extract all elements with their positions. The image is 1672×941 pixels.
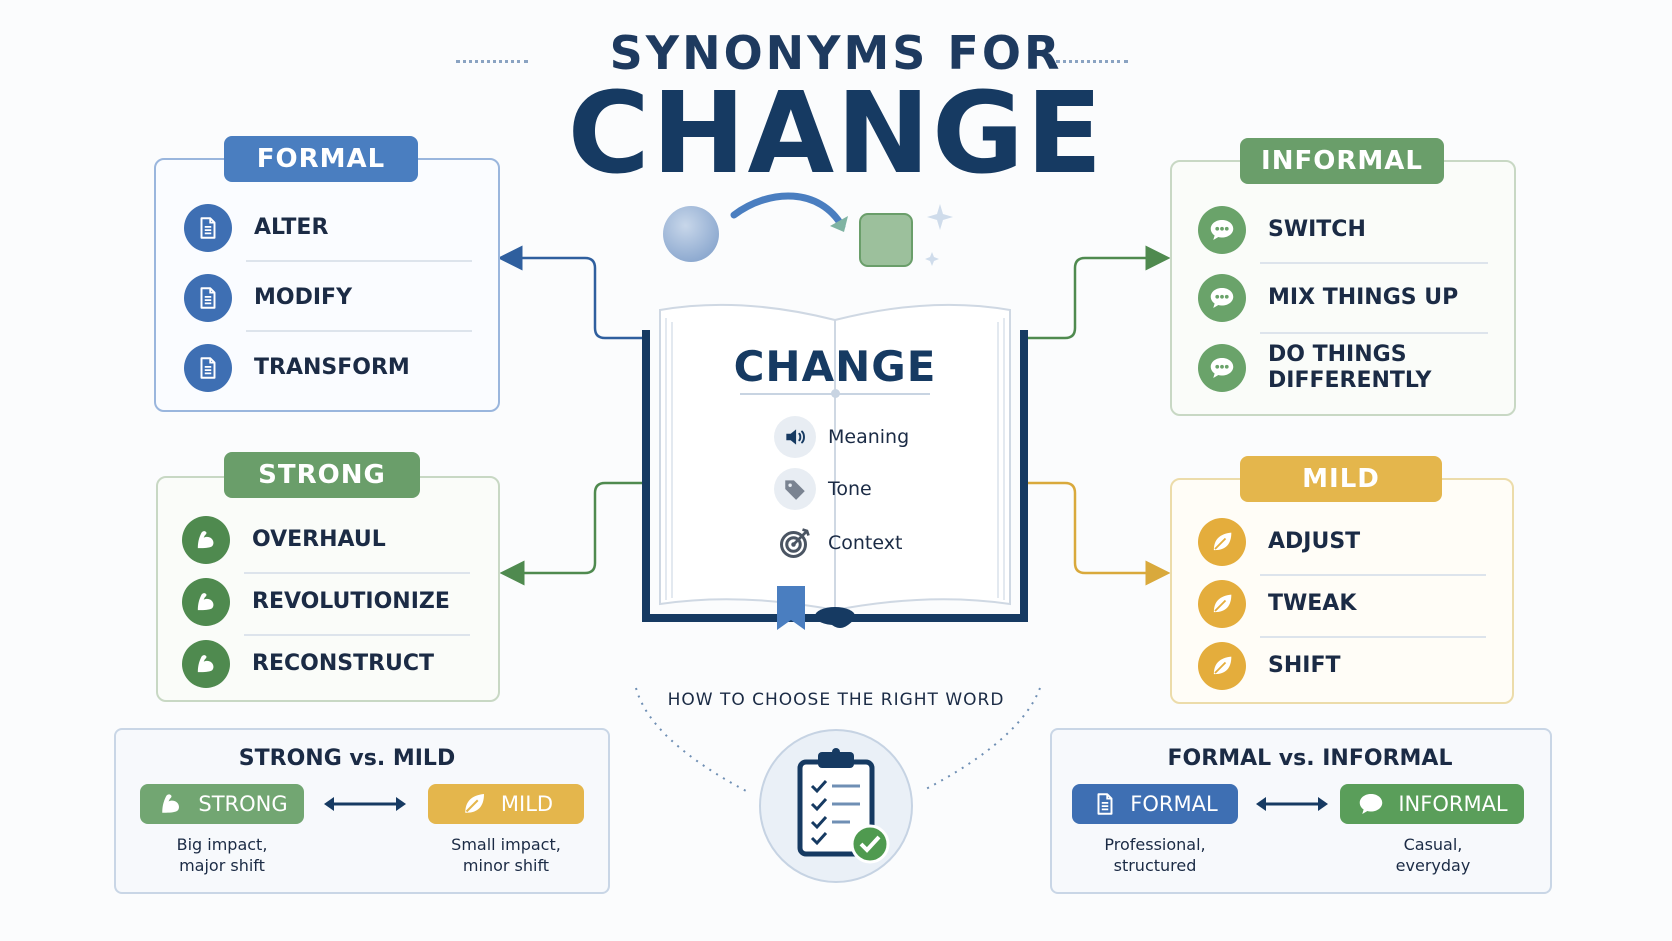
speech-bubble-icon — [1198, 344, 1246, 392]
double-arrow-icon — [324, 797, 406, 811]
bookmark-ribbon — [777, 586, 805, 630]
flexed-arm-icon — [182, 578, 230, 626]
speech-bubble-icon — [1356, 789, 1386, 819]
formal-item-transform: TRANSFORM — [184, 344, 410, 392]
formal-vs-informal-title: FORMAL vs. INFORMAL — [1167, 746, 1453, 771]
strong-tag: STRONG — [224, 452, 420, 498]
book-row-label: Context — [828, 532, 903, 554]
page-title: CHANGE — [567, 69, 1105, 199]
flexed-arm-icon — [156, 789, 186, 819]
document-icon — [184, 344, 232, 392]
informal-pill: INFORMAL — [1340, 784, 1524, 824]
formal-item-alter: ALTER — [184, 204, 328, 252]
sparkle-icon — [927, 204, 953, 230]
square-shape — [859, 213, 913, 267]
document-icon — [184, 274, 232, 322]
flexed-arm-icon — [182, 640, 230, 688]
leaf-icon — [1198, 642, 1246, 690]
book-row-tone: Tone — [774, 468, 872, 510]
strong-vs-mild-title: STRONG vs. MILD — [238, 746, 456, 771]
circle-shape — [663, 206, 719, 262]
book-row-label: Tone — [828, 478, 872, 500]
clipboard-checklist-icon — [759, 729, 913, 883]
target-icon — [774, 522, 816, 564]
mild-item-shift: SHIFT — [1198, 642, 1340, 690]
double-arrow-icon — [1256, 797, 1328, 811]
speaker-icon — [774, 416, 816, 458]
document-icon — [184, 204, 232, 252]
leaf-icon — [1198, 580, 1246, 628]
speech-bubble-icon — [1198, 274, 1246, 322]
formal-item-modify: MODIFY — [184, 274, 352, 322]
how-to-choose-caption: HOW TO CHOOSE THE RIGHT WORD — [667, 690, 1005, 710]
informal-caption: Casual, everyday — [1395, 835, 1471, 875]
curved-arrow-icon — [830, 216, 848, 232]
title-dots-left — [456, 60, 528, 63]
mild-pill: MILD — [428, 784, 584, 824]
title-dots-right — [1056, 60, 1128, 63]
mild-item-adjust: ADJUST — [1198, 518, 1360, 566]
mild-caption: Small impact, minor shift — [451, 835, 561, 875]
formal-caption: Professional, structured — [1104, 835, 1206, 875]
formal-tag: FORMAL — [224, 136, 418, 182]
leaf-icon — [1198, 518, 1246, 566]
strong-caption: Big impact, major shift — [176, 835, 268, 875]
mild-item-tweak: TWEAK — [1198, 580, 1356, 628]
tag-icon — [774, 468, 816, 510]
title-kicker: SYNONYMS FOR — [609, 26, 1063, 80]
leaf-icon — [459, 789, 489, 819]
strong-item-revolutionize: REVOLUTIONIZE — [182, 578, 450, 626]
mild-tag: MILD — [1240, 456, 1442, 502]
informal-item-switch: SWITCH — [1198, 206, 1366, 254]
informal-tag: INFORMAL — [1240, 138, 1444, 184]
book-row-label: Meaning — [828, 426, 910, 448]
document-icon — [1092, 791, 1118, 817]
flexed-arm-icon — [182, 516, 230, 564]
strong-item-reconstruct: RECONSTRUCT — [182, 640, 434, 688]
change-illustration — [663, 192, 953, 267]
book-title: CHANGE — [733, 342, 937, 391]
informal-item-mix-things-up: MIX THINGS UP — [1198, 274, 1458, 322]
formal-pill: FORMAL — [1072, 784, 1238, 824]
strong-pill: STRONG — [140, 784, 304, 824]
strong-item-overhaul: OVERHAUL — [182, 516, 386, 564]
book-row-context: Context — [774, 522, 902, 564]
speech-bubble-icon — [1198, 206, 1246, 254]
book-row-meaning: Meaning — [774, 416, 909, 458]
